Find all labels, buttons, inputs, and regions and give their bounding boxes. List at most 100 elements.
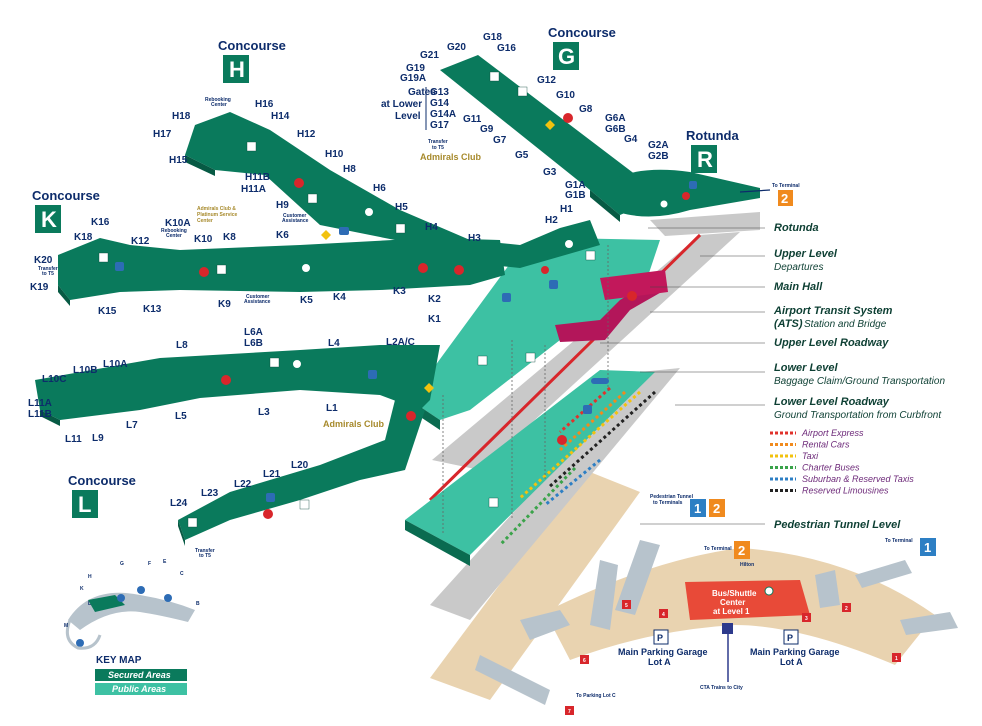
svg-text:K10: K10 bbox=[194, 234, 213, 245]
concourse-k-area bbox=[58, 238, 505, 300]
concourse-g-title: Concourse bbox=[548, 25, 616, 40]
cta-label: CTA Trains to City bbox=[700, 685, 743, 691]
svg-text:K2: K2 bbox=[428, 294, 441, 305]
svg-text:G12: G12 bbox=[537, 75, 556, 86]
svg-text:G20: G20 bbox=[447, 42, 466, 53]
svg-text:K18: K18 bbox=[74, 232, 93, 243]
admirals-club-g: Admirals Club bbox=[420, 152, 482, 162]
svg-text:Main Hall: Main Hall bbox=[774, 281, 823, 293]
concourse-k-title: Concourse bbox=[32, 188, 100, 203]
admirals-club-l: Admirals Club bbox=[323, 419, 385, 429]
amenity-icons bbox=[98, 71, 774, 596]
svg-text:K: K bbox=[80, 586, 84, 592]
svg-text:G2A: G2A bbox=[648, 140, 669, 151]
svg-text:Upper Level: Upper Level bbox=[774, 248, 838, 260]
svg-text:P: P bbox=[787, 633, 793, 643]
svg-text:K3: K3 bbox=[393, 286, 406, 297]
main-hall bbox=[410, 238, 660, 420]
svg-text:Assistance: Assistance bbox=[282, 218, 309, 224]
concourse-h-area bbox=[185, 112, 600, 268]
svg-text:K15: K15 bbox=[98, 306, 117, 317]
svg-text:L8: L8 bbox=[176, 340, 188, 351]
svg-text:G19A: G19A bbox=[400, 73, 426, 84]
svg-text:Pedestrian Tunnel Level: Pedestrian Tunnel Level bbox=[774, 519, 901, 531]
svg-text:G4: G4 bbox=[624, 134, 638, 145]
svg-text:G5: G5 bbox=[515, 150, 529, 161]
svg-text:at Level 1: at Level 1 bbox=[713, 607, 750, 616]
to-terminal-2-label: To Terminal bbox=[772, 183, 800, 189]
lower-level-hall bbox=[405, 370, 655, 555]
svg-text:H18: H18 bbox=[172, 111, 191, 122]
ats-bridge bbox=[600, 270, 668, 300]
svg-text:L1: L1 bbox=[326, 403, 338, 414]
svg-text:K6: K6 bbox=[276, 230, 289, 241]
concourse-l-title: Concourse bbox=[68, 473, 136, 488]
gates-g-lower: Gates at Lower Level G13 G14 G14A G17 Tr… bbox=[381, 87, 456, 151]
concourse-k-edge bbox=[58, 285, 70, 306]
svg-text:KEY MAP: KEY MAP bbox=[96, 655, 142, 666]
svg-text:1: 1 bbox=[895, 656, 898, 662]
ped-tunnel-label: Pedestrian Tunnel bbox=[650, 494, 694, 500]
svg-text:G11: G11 bbox=[463, 114, 482, 125]
svg-text:H5: H5 bbox=[395, 202, 408, 213]
tunnel-terminal-2-badge bbox=[709, 499, 725, 517]
svg-text:L6A: L6A bbox=[244, 327, 263, 338]
svg-text:K19: K19 bbox=[30, 282, 49, 293]
svg-text:1: 1 bbox=[924, 540, 931, 555]
svg-text:H15: H15 bbox=[169, 155, 188, 166]
svg-text:K12: K12 bbox=[131, 236, 150, 247]
svg-text:H11B: H11B bbox=[245, 172, 270, 183]
legend-label: Reserved Limousines bbox=[802, 486, 889, 496]
svg-text:H2: H2 bbox=[545, 215, 558, 226]
vertical-connectors bbox=[442, 245, 609, 535]
legend-label: Airport Express bbox=[801, 428, 864, 438]
svg-text:L7: L7 bbox=[126, 420, 138, 431]
lower-level-hall-edge bbox=[405, 520, 470, 566]
svg-text:G18: G18 bbox=[483, 32, 502, 43]
pedestrian-tunnel bbox=[430, 470, 640, 700]
garage-terminal-2-badge bbox=[734, 541, 750, 559]
key-map: H G F E K C L B M KEY MAP Secured Areas … bbox=[64, 559, 200, 695]
svg-text:K16: K16 bbox=[91, 217, 110, 228]
svg-text:G14A: G14A bbox=[430, 109, 456, 120]
svg-text:Secured Areas: Secured Areas bbox=[108, 670, 171, 680]
svg-text:L2A/C: L2A/C bbox=[386, 337, 415, 348]
svg-text:K10A: K10A bbox=[165, 218, 191, 229]
svg-text:F: F bbox=[148, 561, 151, 567]
svg-text:Lower Level Roadway: Lower Level Roadway bbox=[774, 396, 890, 408]
svg-text:Transfer: Transfer bbox=[428, 139, 448, 145]
gates-g: G18 G20 G16 G21 G19 G19A G12 G10 G8 G6A … bbox=[400, 32, 669, 201]
svg-text:L5: L5 bbox=[175, 411, 187, 422]
garage-walkways bbox=[475, 540, 958, 705]
svg-text:(ATS): (ATS) bbox=[774, 318, 803, 330]
svg-text:G16: G16 bbox=[497, 43, 516, 54]
concourse-l-area bbox=[35, 345, 440, 420]
svg-text:B: B bbox=[196, 601, 200, 607]
parking-p-left bbox=[653, 629, 669, 645]
svg-text:G13: G13 bbox=[430, 87, 449, 98]
svg-text:2: 2 bbox=[781, 191, 788, 206]
svg-text:Transfer: Transfer bbox=[38, 266, 58, 272]
concourse-l-badge bbox=[72, 490, 98, 518]
svg-text:Departures: Departures bbox=[774, 262, 823, 273]
svg-text:L23: L23 bbox=[201, 488, 219, 499]
svg-text:Lot A: Lot A bbox=[780, 657, 803, 667]
svg-text:C: C bbox=[180, 571, 184, 577]
concourse-l-arm bbox=[178, 400, 425, 540]
svg-text:G21: G21 bbox=[420, 50, 439, 61]
gates-k: K16 K18 K12 K10A K10 K8 K6 K20 K19 K15 K… bbox=[30, 217, 441, 325]
svg-text:Baggage Claim/Ground Transport: Baggage Claim/Ground Transportation bbox=[774, 376, 945, 387]
concourse-g-letter: G bbox=[558, 44, 575, 69]
garage-terminal-1-badge bbox=[920, 538, 936, 556]
svg-text:H8: H8 bbox=[343, 164, 356, 175]
svg-text:Customer: Customer bbox=[283, 213, 306, 219]
svg-text:K1: K1 bbox=[428, 314, 441, 325]
lower-level-roadway bbox=[430, 368, 680, 620]
svg-text:G9: G9 bbox=[480, 124, 494, 135]
svg-text:G19: G19 bbox=[406, 63, 425, 74]
svg-text:Bus/Shuttle: Bus/Shuttle bbox=[712, 589, 757, 598]
svg-text:G17: G17 bbox=[430, 120, 449, 131]
svg-text:Rotunda: Rotunda bbox=[774, 222, 819, 234]
svg-text:G14: G14 bbox=[430, 98, 449, 109]
